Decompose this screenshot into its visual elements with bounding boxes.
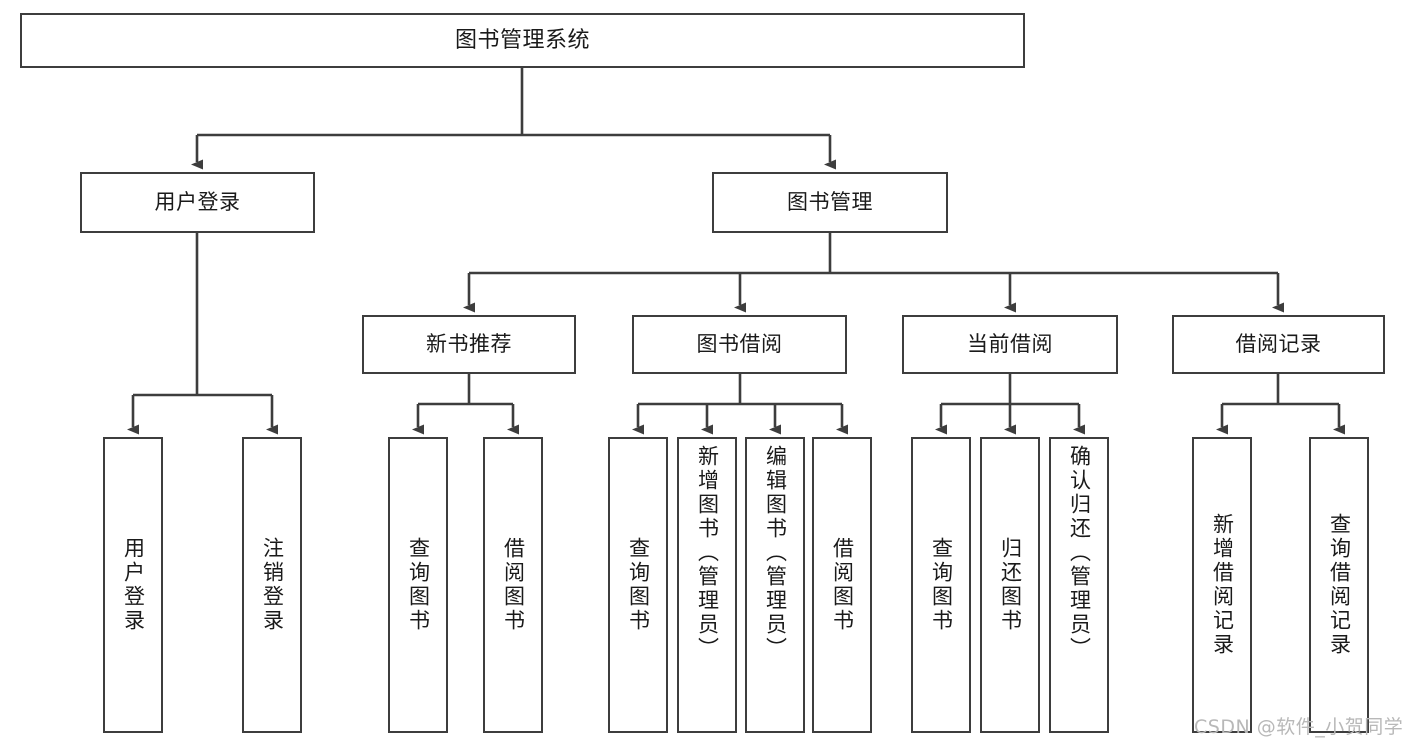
- leaf-query-book-current[interactable]: 查询图书: [911, 437, 971, 733]
- node-label: 当前借阅: [967, 332, 1053, 357]
- csdn-watermark: CSDN @软件_小贺同学: [1194, 716, 1404, 738]
- node-root-book-management-system[interactable]: 图书管理系统: [20, 13, 1025, 68]
- leaf-edit-book-admin[interactable]: 编辑图书（管理员）: [745, 437, 805, 733]
- leaf-add-borrow-record[interactable]: 新增借阅记录: [1192, 437, 1252, 733]
- node-label: 图书管理系统: [454, 27, 590, 53]
- node-label: 归还图书: [998, 537, 1023, 633]
- node-label: 借阅图书: [830, 537, 855, 633]
- leaf-logout[interactable]: 注销登录: [242, 437, 302, 733]
- leaf-add-book-admin[interactable]: 新增图书（管理员）: [677, 437, 737, 733]
- node-label: 新增图书（管理员）: [695, 445, 720, 661]
- leaf-confirm-return-admin[interactable]: 确认归还（管理员）: [1049, 437, 1109, 733]
- node-label: 查询图书: [929, 537, 954, 633]
- node-new-book-recommend[interactable]: 新书推荐: [362, 315, 576, 374]
- leaf-query-book-recommend[interactable]: 查询图书: [388, 437, 448, 733]
- node-label: 查询图书: [626, 537, 651, 633]
- node-borrow-record[interactable]: 借阅记录: [1172, 315, 1385, 374]
- node-label: 图书借阅: [696, 332, 783, 357]
- node-current-borrow[interactable]: 当前借阅: [902, 315, 1118, 374]
- leaf-return-book[interactable]: 归还图书: [980, 437, 1040, 733]
- leaf-query-borrow-record[interactable]: 查询借阅记录: [1309, 437, 1369, 733]
- leaf-user-login[interactable]: 用户登录: [103, 437, 163, 733]
- leaf-query-book-borrow[interactable]: 查询图书: [608, 437, 668, 733]
- node-book-management[interactable]: 图书管理: [712, 172, 948, 233]
- node-label: 注销登录: [260, 537, 285, 633]
- node-label: 确认归还（管理员）: [1067, 445, 1092, 661]
- node-label: 新增借阅记录: [1210, 513, 1235, 657]
- node-user-login[interactable]: 用户登录: [80, 172, 315, 233]
- node-label: 图书管理: [787, 190, 873, 215]
- node-label: 借阅图书: [501, 537, 526, 633]
- node-label: 编辑图书（管理员）: [763, 445, 788, 661]
- node-label: 查询借阅记录: [1327, 513, 1352, 657]
- node-book-borrow[interactable]: 图书借阅: [632, 315, 847, 374]
- node-label: 用户登录: [154, 190, 241, 215]
- leaf-borrow-book-recommend[interactable]: 借阅图书: [483, 437, 543, 733]
- node-label: 新书推荐: [426, 332, 512, 357]
- node-label: 查询图书: [406, 537, 431, 633]
- leaf-borrow-book[interactable]: 借阅图书: [812, 437, 872, 733]
- node-label: 用户登录: [121, 537, 146, 633]
- node-label: 借阅记录: [1235, 332, 1322, 357]
